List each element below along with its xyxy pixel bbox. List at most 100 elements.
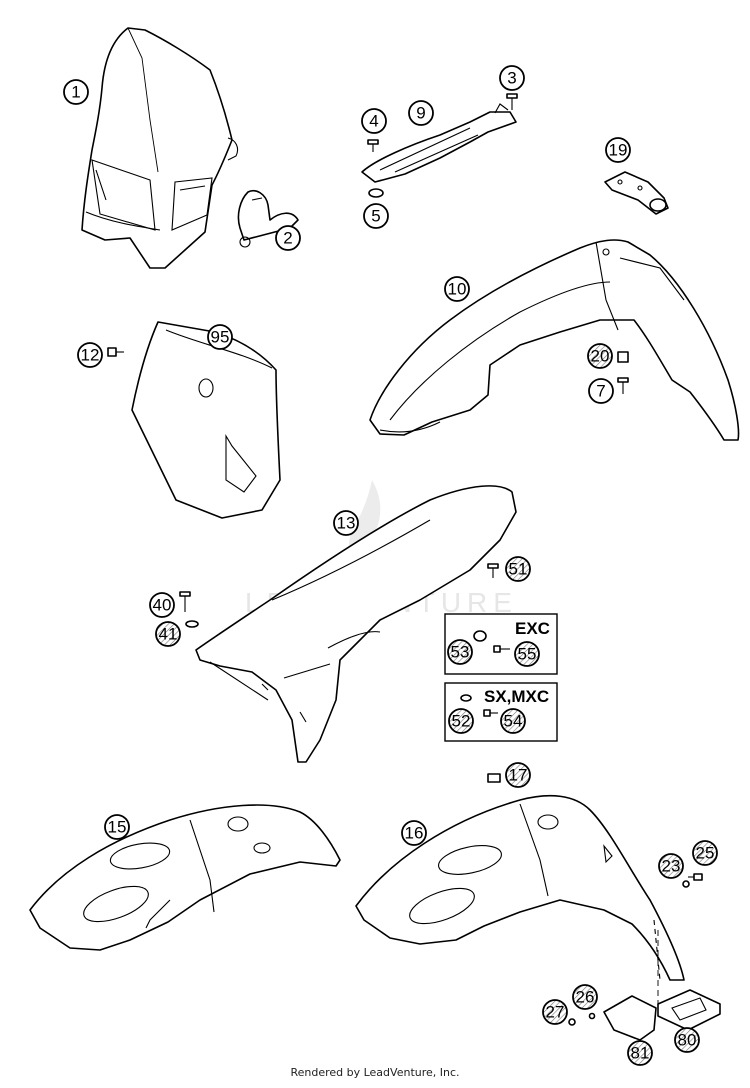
screw-3 — [506, 93, 518, 110]
nut-5 — [368, 188, 384, 198]
callout-label: 10 — [448, 280, 467, 299]
callout-20: 20 — [587, 343, 613, 369]
callout-label: 3 — [507, 69, 516, 88]
exc-label: EXC — [515, 619, 550, 638]
callout-23: 23 — [658, 853, 684, 879]
plate-bracket-26 — [603, 995, 657, 1041]
callout-10: 10 — [444, 276, 470, 302]
screw-7 — [617, 377, 629, 394]
washer-23 — [682, 880, 690, 888]
nut-27b — [588, 1012, 596, 1020]
number-plate — [131, 321, 281, 519]
bracket-19 — [604, 171, 669, 215]
callout-12: 12 — [77, 342, 103, 368]
callout-label: 81 — [631, 1044, 650, 1063]
callout-5: 5 — [363, 203, 389, 229]
callout-label: 55 — [518, 645, 537, 664]
callout-circle — [514, 641, 540, 667]
callout-label: 9 — [416, 104, 425, 123]
callout-circle — [77, 342, 103, 368]
callout-circle — [505, 762, 531, 788]
nut-17 — [487, 773, 501, 783]
callout-9: 9 — [408, 100, 434, 126]
callout-label: 2 — [283, 229, 292, 248]
callout-3: 3 — [499, 65, 525, 91]
callout-95: 95 — [207, 324, 233, 350]
callout-circle — [63, 79, 89, 105]
callout-circle — [587, 343, 613, 369]
screw-25 — [688, 873, 703, 881]
callout-17: 17 — [505, 762, 531, 788]
callout-19: 19 — [605, 137, 631, 163]
callout-label: 80 — [678, 1031, 697, 1050]
callout-81: 81 — [627, 1040, 653, 1066]
callout-circle — [627, 1040, 653, 1066]
callout-label: 16 — [405, 824, 424, 843]
callout-label: 40 — [153, 596, 172, 615]
callout-label: 19 — [609, 141, 628, 160]
callout-label: 12 — [81, 346, 100, 365]
callout-label: 15 — [108, 818, 127, 837]
footer-credit: Rendered by LeadVenture, Inc. — [290, 1066, 460, 1079]
callout-circle — [155, 621, 181, 647]
headlight-mask — [81, 27, 239, 269]
callout-label: 23 — [662, 857, 681, 876]
callout-label: 26 — [576, 988, 595, 1007]
callout-1: 1 — [63, 79, 89, 105]
plate-light-80 — [657, 989, 721, 1031]
callout-circle — [499, 65, 525, 91]
callout-7: 7 — [588, 378, 614, 404]
sx-mxc-label: SX,MXC — [484, 687, 549, 706]
callout-circle — [275, 225, 301, 251]
callout-label: 27 — [546, 1003, 565, 1022]
callout-41: 41 — [155, 621, 181, 647]
screw-51 — [487, 563, 499, 578]
callout-40: 40 — [149, 592, 175, 618]
callout-circle — [149, 592, 175, 618]
callout-55: 55 — [514, 641, 540, 667]
callout-26: 26 — [572, 984, 598, 1010]
washer-41 — [185, 620, 199, 628]
callout-label: 20 — [591, 347, 610, 366]
callout-circle — [363, 203, 389, 229]
callout-circle — [588, 378, 614, 404]
callout-53: 53 — [447, 639, 473, 665]
callout-54: 54 — [500, 708, 526, 734]
callout-13: 13 — [333, 510, 359, 536]
callout-circle — [401, 820, 427, 846]
callout-circle — [692, 840, 718, 866]
callout-circle — [500, 708, 526, 734]
screw-40 — [179, 591, 191, 612]
callout-label: 13 — [337, 514, 356, 533]
grommet-20 — [617, 351, 629, 363]
callout-circle — [447, 639, 473, 665]
callout-label: 1 — [71, 83, 80, 102]
callout-52: 52 — [448, 708, 474, 734]
callout-label: 25 — [696, 844, 715, 863]
front-cover — [361, 103, 517, 183]
callout-2: 2 — [275, 225, 301, 251]
callout-circle — [572, 984, 598, 1010]
front-fender-16 — [355, 794, 685, 981]
callout-label: 53 — [451, 643, 470, 662]
callout-51: 51 — [505, 556, 531, 582]
callout-label: 7 — [596, 382, 605, 401]
washer-27 — [568, 1018, 576, 1026]
callout-4: 4 — [361, 108, 387, 134]
callout-label: 95 — [211, 328, 230, 347]
callout-label: 4 — [369, 112, 378, 131]
callout-circle — [361, 108, 387, 134]
callout-label: 54 — [504, 712, 523, 731]
callout-circle — [542, 999, 568, 1025]
callout-circle — [505, 556, 531, 582]
screw-12 — [107, 347, 124, 357]
callout-circle — [448, 708, 474, 734]
callout-27: 27 — [542, 999, 568, 1025]
callout-16: 16 — [401, 820, 427, 846]
callout-circle — [104, 814, 130, 840]
callout-25: 25 — [692, 840, 718, 866]
callout-circle — [333, 510, 359, 536]
screw-4 — [367, 139, 379, 152]
callout-15: 15 — [104, 814, 130, 840]
